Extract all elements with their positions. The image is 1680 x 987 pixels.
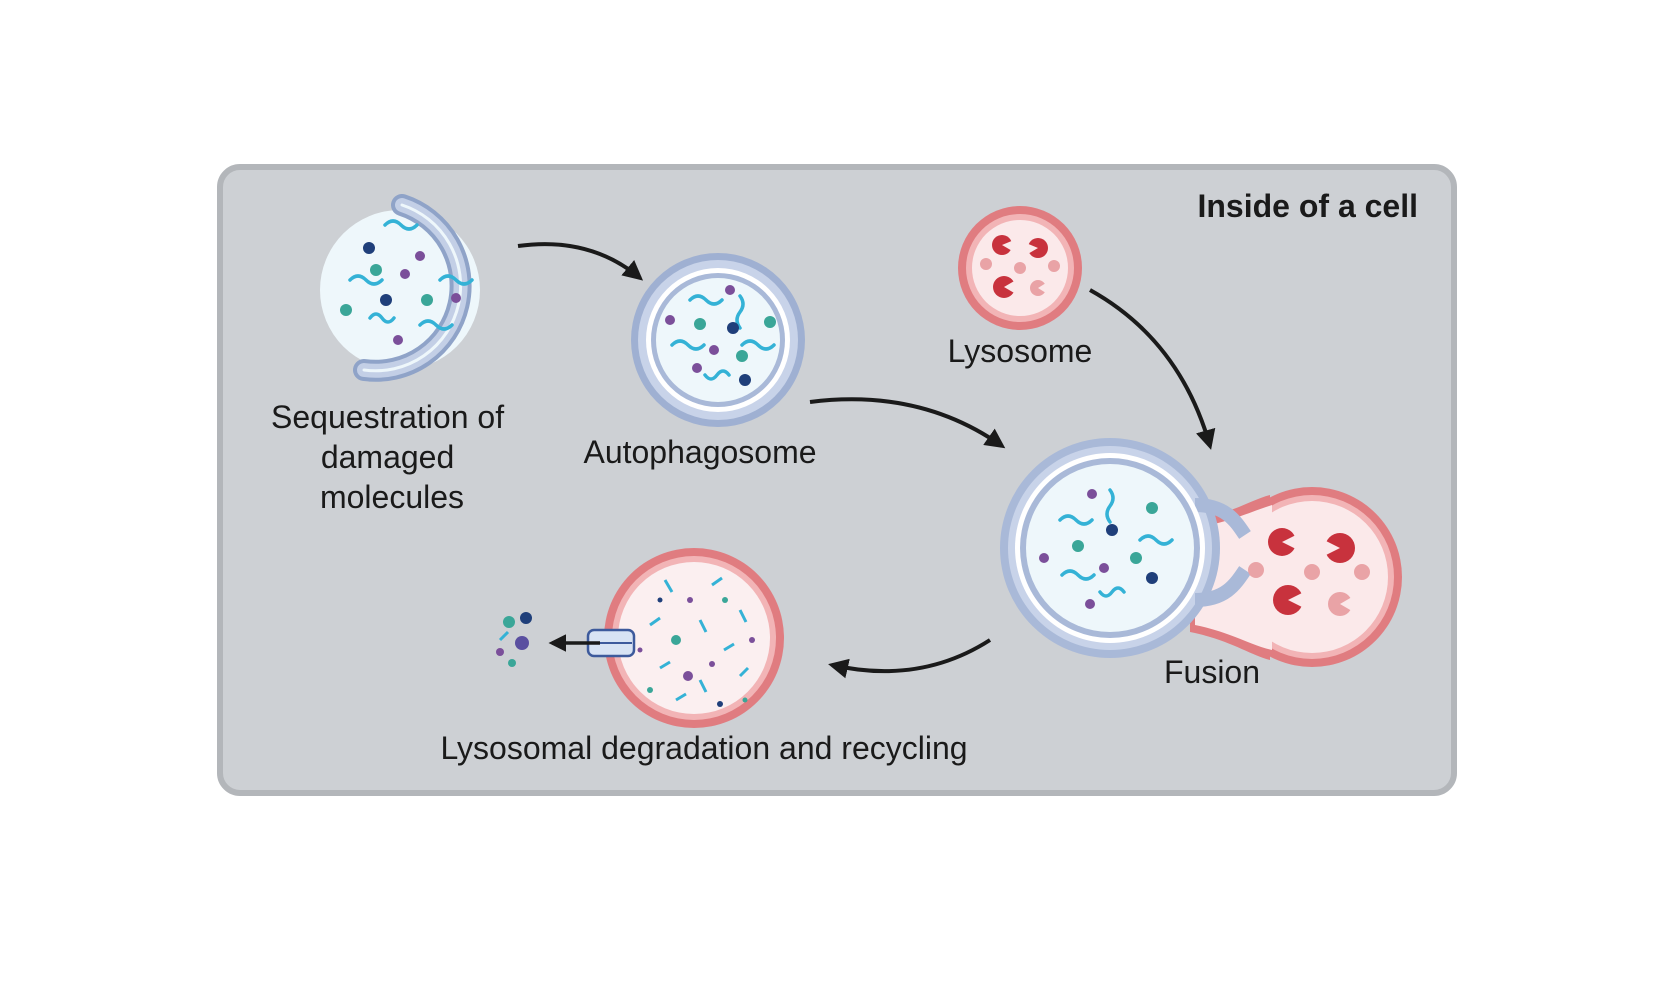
label-sequestration: Sequestration of damaged molecules	[271, 399, 513, 515]
label-fusion: Fusion	[1164, 654, 1260, 690]
arrow-lysosome-to-fusion	[1089, 288, 1216, 450]
fusion-enzymes	[1248, 528, 1370, 616]
label-sequestration-line-2: damaged	[321, 439, 454, 475]
degradation-lysosome	[586, 548, 784, 728]
arrow-to-fusion	[809, 397, 1006, 449]
arrow-to-autophagosome	[517, 242, 644, 281]
label-sequestration-line-3: molecules	[320, 479, 464, 515]
fusion-cargo	[1039, 488, 1174, 609]
label-lysosome: Lysosome	[948, 333, 1093, 369]
fusion-vesicle	[1000, 438, 1402, 667]
autophagosome	[631, 253, 805, 427]
autophagosome-cargo	[665, 285, 776, 386]
arrow-to-degradation	[828, 638, 992, 679]
label-sequestration-line-1: Sequestration of	[271, 399, 504, 435]
lysosome	[958, 206, 1082, 330]
label-degradation: Lysosomal degradation and recycling	[440, 730, 967, 766]
degraded-fragments	[637, 576, 755, 707]
phagophore	[320, 194, 480, 382]
damaged-molecules	[340, 219, 474, 345]
recycled-molecules	[496, 612, 532, 667]
lysosome-enzymes	[980, 235, 1060, 298]
panel-title: Inside of a cell	[1197, 188, 1418, 224]
label-autophagosome: Autophagosome	[583, 434, 816, 470]
